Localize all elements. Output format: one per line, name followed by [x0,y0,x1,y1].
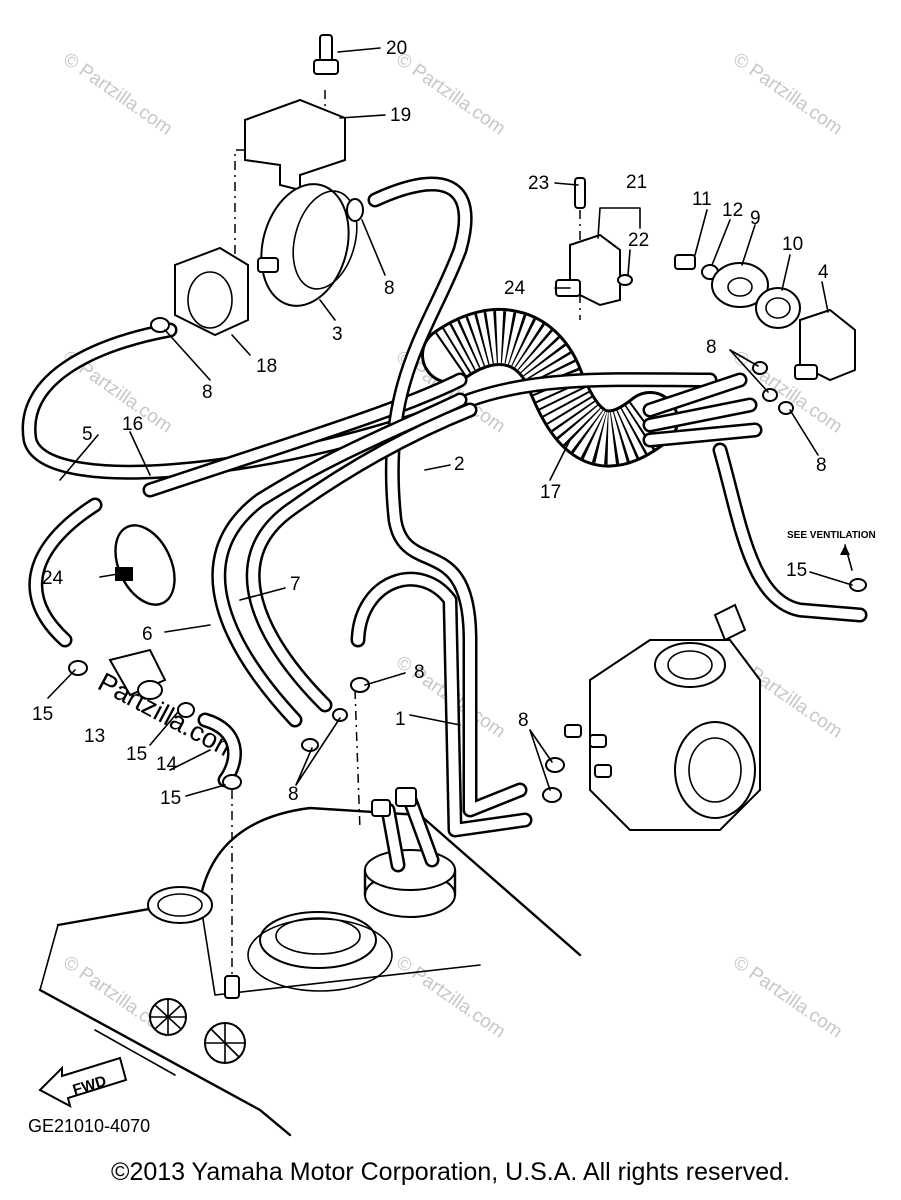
clamp-bracket [555,177,633,307]
callout-12: 12 [722,200,743,221]
watermark-logo: Partzilla.com [93,667,244,766]
callout-15: 15 [32,704,53,725]
callout-20: 20 [386,38,407,59]
callout-24: 24 [504,278,526,299]
check-valve [68,648,167,700]
callout-7: 7 [290,574,301,595]
leader-lines [47,47,853,797]
watermark: © Partzilla.com [392,952,509,1043]
carburetor [564,603,761,831]
strap-ties [114,524,176,606]
diagram-code: GE21010-4070 [28,1116,150,1136]
callout-4: 4 [818,262,829,283]
callout-3: 3 [332,324,343,345]
callout-17: 17 [540,482,561,503]
callout-19: 19 [390,105,411,126]
callout-10: 10 [782,234,803,255]
callout-9: 9 [750,208,761,229]
callout-6: 6 [142,624,153,645]
callout-21: 21 [626,172,647,193]
watermark: © Partzilla.com [729,49,846,140]
hose-clips [150,198,867,803]
callout-1: 1 [395,709,406,730]
watermark: © Partzilla.com [59,49,176,140]
fuel-tank [38,806,582,1137]
callout-8: 8 [202,382,213,403]
callout-15: 15 [126,744,147,765]
callout-11: 11 [692,189,712,210]
fwd-arrow: FWD [38,1056,128,1108]
callout-14: 14 [156,754,178,775]
callout-8: 8 [288,784,299,805]
callout-23: 23 [528,173,549,194]
callout-8: 8 [816,455,827,476]
callout-15: 15 [160,788,181,809]
assembly-lines [231,90,581,975]
callout-8: 8 [706,337,717,358]
hoses [21,176,868,838]
callout-13: 13 [84,726,105,747]
callout-8: 8 [414,662,425,683]
fuel-filter-assembly [174,34,358,337]
callout-5: 5 [82,424,93,445]
callout-18: 18 [256,356,277,377]
fuel-pump-unit [363,787,457,918]
right-components [674,254,856,382]
callout-8: 8 [384,278,395,299]
callout-8: 8 [518,710,529,731]
callout-2: 2 [454,454,465,475]
callout-16: 16 [122,414,143,435]
watermark: © Partzilla.com [729,952,846,1043]
copyright-notice: ©2013 Yamaha Motor Corporation, U.S.A. A… [111,1158,790,1186]
callout-24: 24 [42,568,64,589]
callout-22: 22 [628,230,649,251]
see-ventilation-note: SEE VENTILATION [787,530,876,541]
callout-15: 15 [786,560,807,581]
callout-labels: 20 19 8 3 18 8 5 16 23 21 22 24 11 12 9 … [32,38,829,809]
